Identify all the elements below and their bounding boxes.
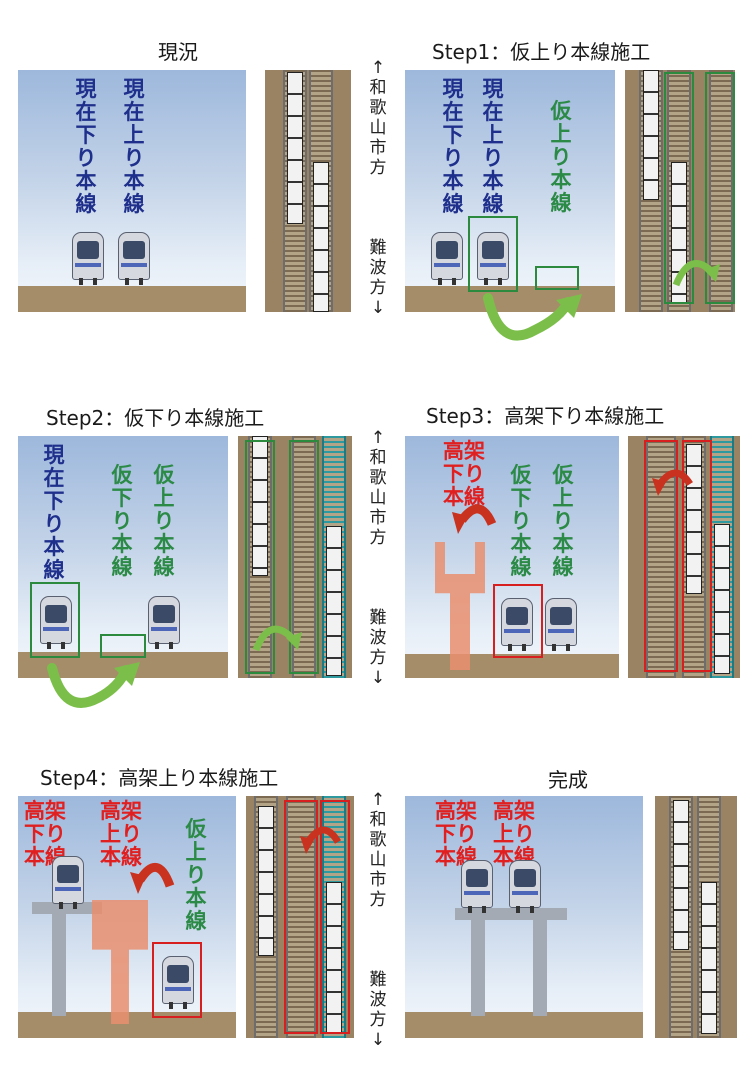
panel-title-step1: Step1：仮上り本線施工 xyxy=(432,40,651,64)
train-plan-down xyxy=(673,800,689,950)
label-current-down: 現在下り本線 xyxy=(442,77,464,216)
construction-zone-plan-temp-down xyxy=(289,440,319,674)
train-current-down xyxy=(431,232,463,285)
train-plan-down xyxy=(252,436,268,576)
train-plan-down xyxy=(643,70,659,200)
train-plan-elevated-down xyxy=(258,806,274,956)
panel-title-step4: Step4：高架上り本線施工 xyxy=(40,766,279,790)
shift-arrow-step2-scene-head xyxy=(114,662,140,686)
direction-wakayama-row3: ↑和歌山市方 xyxy=(369,790,387,910)
panel-title-step3: Step3：高架下り本線施工 xyxy=(426,404,665,428)
train-temp-up xyxy=(148,596,180,649)
elevated-pillar-left xyxy=(471,908,485,1016)
train-current-up xyxy=(477,232,509,285)
label-current-up: 現在上り本線 xyxy=(123,77,145,216)
construction-zone-temp-down xyxy=(493,584,543,658)
train-elevated-up xyxy=(509,860,541,913)
construction-zone-temp-down xyxy=(100,634,146,658)
construction-zone-plan-elevated-up xyxy=(284,800,318,1034)
direction-namba-row3: 難波方↓ xyxy=(369,970,387,1050)
label-temp-up: 仮上り本線 xyxy=(552,463,574,579)
direction-namba-row1: 難波方↓ xyxy=(369,238,387,318)
train-elevated-down xyxy=(52,856,84,909)
train-plan-up xyxy=(313,162,329,312)
construction-zone-plan-temp-up xyxy=(320,800,350,1034)
elevated-pillar-right xyxy=(533,908,547,1016)
construction-zone-current-up xyxy=(468,216,518,292)
label-temp-down: 仮下り本線 xyxy=(111,463,133,579)
label-current-up: 現在上り本線 xyxy=(482,77,504,216)
shift-arrow-step2-scene xyxy=(47,663,131,708)
train-current-down xyxy=(72,232,104,285)
shift-arrow-step1-scene-head xyxy=(556,294,582,318)
label-current-down: 現在下り本線 xyxy=(43,443,65,582)
construction-zone-plan-temp-up xyxy=(705,72,735,304)
scene-step4: 高架下り本線 高架上り本線 仮上り本線 xyxy=(18,796,236,1038)
train-plan-up xyxy=(714,524,730,674)
plan-current xyxy=(265,70,351,312)
ground xyxy=(405,654,619,678)
shift-arrow-step3-plan xyxy=(657,469,693,487)
shift-arrow-step4-plan-head xyxy=(300,836,314,854)
ground xyxy=(405,1012,643,1038)
label-elevated-up: 高架上り本線 xyxy=(100,799,142,869)
shift-arrow-step2-plan xyxy=(252,625,297,652)
label-elevated-down: 高架下り本線 xyxy=(435,799,477,869)
construction-zone-plan-temp-down xyxy=(682,440,712,672)
panel-title-current: 現況 xyxy=(158,40,198,64)
shift-arrow-step1-scene xyxy=(483,293,573,341)
direction-namba-row2: 難波方↓ xyxy=(369,608,387,688)
construction-zone-plan-up xyxy=(664,72,694,304)
elevated-beam-down xyxy=(32,902,102,914)
construction-zone-current-down xyxy=(30,582,80,658)
label-current-down: 現在下り本線 xyxy=(75,77,97,216)
label-temp-down: 仮下り本線 xyxy=(510,463,532,579)
shift-arrow-step1-plan-head xyxy=(704,264,720,282)
train-plan-up xyxy=(326,526,342,676)
ground xyxy=(18,286,246,312)
construction-zone-temp-up xyxy=(152,942,202,1018)
shift-arrow-step4-plan xyxy=(305,826,342,845)
shift-arrow-step2-plan-head xyxy=(286,632,302,650)
scene-step3: 高架下り本線 仮下り本線 仮上り本線 xyxy=(405,436,619,678)
label-temp-up: 仮上り本線 xyxy=(185,817,207,933)
train-plan-up xyxy=(701,882,717,1034)
label-temp-up: 仮上り本線 xyxy=(153,463,175,579)
shift-arrow-step3-plan-head xyxy=(652,478,666,496)
shift-arrow-step4-scene-head xyxy=(130,872,146,894)
direction-wakayama-row1: ↑和歌山市方 xyxy=(369,58,387,178)
scene-done: 高架下り本線 高架上り本線 xyxy=(405,796,643,1038)
plan-done xyxy=(655,796,737,1038)
train-temp-up xyxy=(162,956,194,1009)
train-current-down xyxy=(40,596,72,649)
construction-zone-plan-down xyxy=(245,440,275,674)
shift-arrow-step1-plan xyxy=(672,260,715,287)
train-temp-up xyxy=(545,598,577,651)
scene-step2: 現在下り本線 仮下り本線 仮上り本線 xyxy=(18,436,228,678)
train-plan-up xyxy=(326,882,342,1034)
panel-title-step2: Step2：仮下り本線施工 xyxy=(46,406,265,430)
scene-current: 現在下り本線 現在上り本線 xyxy=(18,70,246,312)
construction-zone-plan-elevated-down xyxy=(644,440,678,672)
train-plan-down xyxy=(287,72,303,224)
elevated-pillar-down xyxy=(52,906,66,1016)
train-temp-down xyxy=(501,598,533,651)
scene-step1: 現在下り本線 現在上り本線 仮上り本線 xyxy=(405,70,615,312)
label-temp-up: 仮上り本線 xyxy=(550,99,572,215)
train-elevated-down xyxy=(461,860,493,913)
panel-title-done: 完成 xyxy=(548,768,588,792)
construction-zone-temp-up xyxy=(535,266,579,290)
direction-wakayama-row2: ↑和歌山市方 xyxy=(369,428,387,548)
label-elevated-down: 高架下り本線 xyxy=(443,439,485,509)
train-current-up xyxy=(118,232,150,285)
track-elevated-up xyxy=(286,796,316,1038)
shift-arrow-step3-scene-head xyxy=(452,512,468,534)
